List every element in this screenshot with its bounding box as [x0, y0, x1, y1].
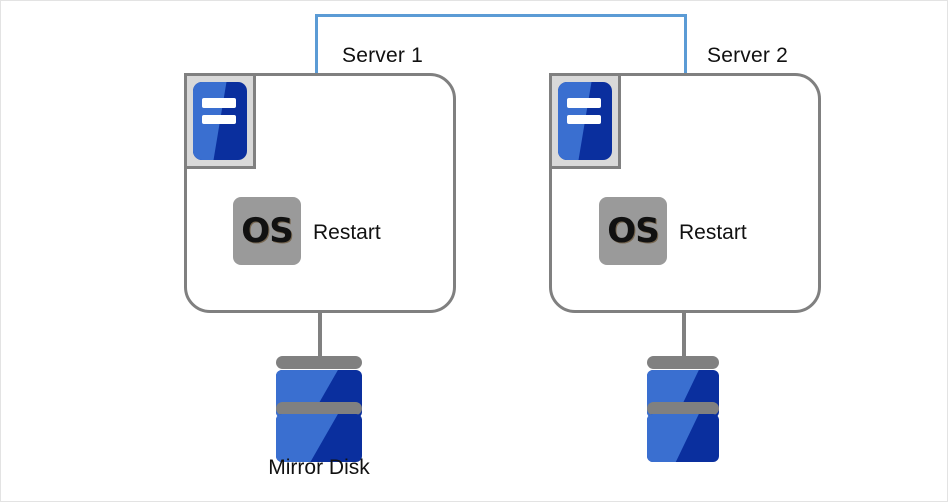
- server-tower-slot-1: [567, 98, 601, 108]
- disk-label-1: Mirror Disk: [268, 456, 370, 479]
- server-tower-icon: [184, 73, 256, 169]
- disk-stack-icon-2: [647, 356, 719, 462]
- server-disk-connector-1: [318, 313, 322, 361]
- disk-plate-top: [647, 356, 719, 369]
- server-label-2: Server 2: [707, 44, 788, 67]
- interconnect-link: [315, 14, 687, 75]
- os-badge-text-2: OS: [607, 211, 659, 251]
- disk-plate-mid: [276, 402, 362, 415]
- server-tower-body: [193, 82, 247, 160]
- restart-label-2: Restart: [679, 221, 747, 244]
- disk-slab-2: [276, 414, 362, 462]
- server-tower-body: [558, 82, 612, 160]
- server-disk-connector-2: [682, 313, 686, 361]
- server-tower-slot-2: [567, 114, 601, 125]
- disk-plate-top: [276, 356, 362, 369]
- server-tower-slot-1: [202, 98, 236, 108]
- os-badge-1: OS: [233, 197, 301, 265]
- disk-slab-2: [647, 414, 719, 462]
- disk-plate-mid: [647, 402, 719, 415]
- os-badge-2: OS: [599, 197, 667, 265]
- server-tower-icon: [549, 73, 621, 169]
- server-label-1: Server 1: [342, 44, 423, 67]
- disk-stack-icon-1: [276, 356, 362, 462]
- restart-label-1: Restart: [313, 221, 381, 244]
- server-tower-slot-2: [202, 114, 236, 125]
- os-badge-text-1: OS: [241, 211, 293, 251]
